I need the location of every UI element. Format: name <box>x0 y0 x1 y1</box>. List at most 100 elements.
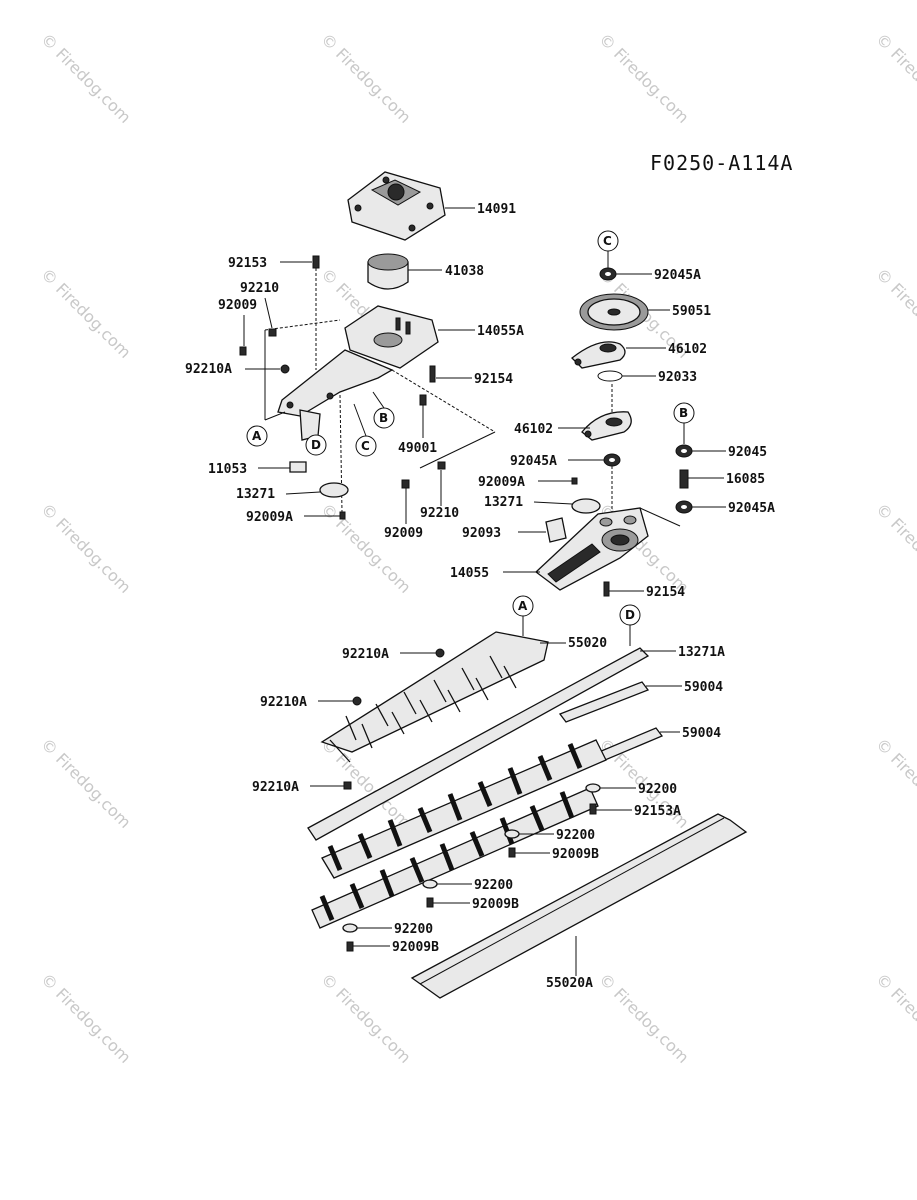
part-92210-nut <box>268 328 277 337</box>
part-92153A-bolt <box>589 803 597 815</box>
watermark: © Firedog.com <box>37 499 135 597</box>
part-labels: 14091 41038 92153 92210 92009 14055A 922… <box>185 202 775 991</box>
part-14091-cover <box>347 171 446 241</box>
label-92033: 92033 <box>658 370 697 385</box>
label-13271A: 13271A <box>678 645 725 660</box>
part-92200-washer-4 <box>342 923 358 933</box>
watermark: © Firedog.com <box>872 499 917 597</box>
label-92200-4: 92200 <box>394 922 433 937</box>
watermark: © Firedog.com <box>317 499 415 597</box>
label-92045: 92045 <box>728 445 767 460</box>
diagram-code: F0250-A114A <box>650 151 793 175</box>
label-92009-mid: 92009 <box>384 526 423 541</box>
watermark: © Firedog.com <box>37 29 135 127</box>
callout-D-upper: D <box>305 434 327 456</box>
label-92200-1: 92200 <box>638 782 677 797</box>
svg-text:B: B <box>679 406 688 420</box>
part-92045A-bearing-right <box>675 500 693 514</box>
part-13271-shim <box>319 482 349 498</box>
label-92153A: 92153A <box>634 804 681 819</box>
label-92210A-b1: 92210A <box>342 647 389 662</box>
watermark: © Firedog.com <box>317 29 415 127</box>
callout-B-right: B <box>673 402 695 424</box>
part-92009-screw <box>239 346 247 356</box>
part-13271-shim-right <box>571 498 601 514</box>
label-92045A-top: 92045A <box>654 268 701 283</box>
label-14091: 14091 <box>477 202 516 217</box>
label-92210A-b3: 92210A <box>252 780 299 795</box>
part-41038-cup <box>367 253 409 290</box>
label-92210-mid: 92210 <box>420 506 459 521</box>
part-11053-clip <box>289 461 307 473</box>
part-14055A-housing <box>277 305 439 441</box>
part-92210A-nut-b1 <box>435 648 445 658</box>
part-92045-bearing <box>675 444 693 458</box>
watermark: © Firedog.com <box>317 969 415 1067</box>
label-11053: 11053 <box>208 462 247 477</box>
label-92200-2: 92200 <box>556 828 595 843</box>
callout-A-upper: A <box>246 425 268 447</box>
label-92153: 92153 <box>228 256 267 271</box>
callout-C-right: C <box>597 230 619 252</box>
part-92045A-bearing <box>599 267 617 281</box>
watermark: © Firedog.com <box>37 969 135 1067</box>
part-92045A-bearing-mid <box>603 453 621 467</box>
svg-text:D: D <box>625 608 635 622</box>
part-lower-blades <box>311 739 607 929</box>
label-92009: 92009 <box>218 298 257 313</box>
part-92093-block <box>545 517 567 543</box>
label-92009A: 92009A <box>246 510 293 525</box>
part-92200-washer-2 <box>504 829 520 839</box>
label-55020A: 55020A <box>546 976 593 991</box>
watermark: © Firedog.com <box>595 29 693 127</box>
part-92210-nut-mid <box>437 461 446 470</box>
watermark: © Firedog.com <box>37 264 135 362</box>
label-46102-mid: 46102 <box>514 422 553 437</box>
label-92200-3: 92200 <box>474 878 513 893</box>
part-55020A-guard <box>410 813 748 999</box>
part-92200-washer-1 <box>585 783 601 793</box>
part-92033-ring <box>597 370 623 382</box>
label-92210A-b2: 92210A <box>260 695 307 710</box>
label-92045A-mid: 92045A <box>510 454 557 469</box>
svg-text:D: D <box>311 438 321 452</box>
svg-text:A: A <box>252 429 262 443</box>
part-92210A-washer <box>280 364 290 374</box>
part-92009B-screw-1 <box>508 847 516 858</box>
label-55020: 55020 <box>568 636 607 651</box>
label-59051: 59051 <box>672 304 711 319</box>
part-92153-bolt <box>312 255 320 269</box>
callout-A-lower: A <box>512 595 534 617</box>
part-92154-screw <box>429 365 436 383</box>
label-92154: 92154 <box>474 372 513 387</box>
svg-text:B: B <box>379 411 388 425</box>
svg-text:C: C <box>603 234 612 248</box>
part-92009B-screw-2 <box>426 897 434 908</box>
part-92009B-screw-3 <box>346 941 354 952</box>
label-92045A-right: 92045A <box>728 501 775 516</box>
part-59004-bar-1 <box>558 681 650 723</box>
part-92009A-screw <box>339 511 346 520</box>
label-14055A: 14055A <box>477 324 524 339</box>
watermark: © Firedog.com <box>872 734 917 832</box>
watermark: © Firedog.com <box>872 29 917 127</box>
label-59004-2: 59004 <box>682 726 721 741</box>
label-13271: 13271 <box>236 487 275 502</box>
callout-C-upper: C <box>355 435 377 457</box>
part-46102-crank <box>571 341 626 369</box>
callout-B-upper: B <box>373 407 395 429</box>
watermark: © Firedog.com <box>595 969 693 1067</box>
part-92009A-screw-right <box>571 477 578 485</box>
part-49001-pin <box>419 394 427 406</box>
label-92009A-right: 92009A <box>478 475 525 490</box>
part-92009-screw-mid <box>401 479 410 489</box>
watermark: © Firedog.com <box>37 734 135 832</box>
part-59051-gear <box>579 293 649 331</box>
part-92200-washer-3 <box>422 879 438 889</box>
part-92210A-nut-b2 <box>352 696 362 706</box>
label-59004-1: 59004 <box>684 680 723 695</box>
part-46102-crank-mid <box>581 411 632 441</box>
part-13271A-plate <box>307 647 650 841</box>
label-46102-top: 46102 <box>668 342 707 357</box>
